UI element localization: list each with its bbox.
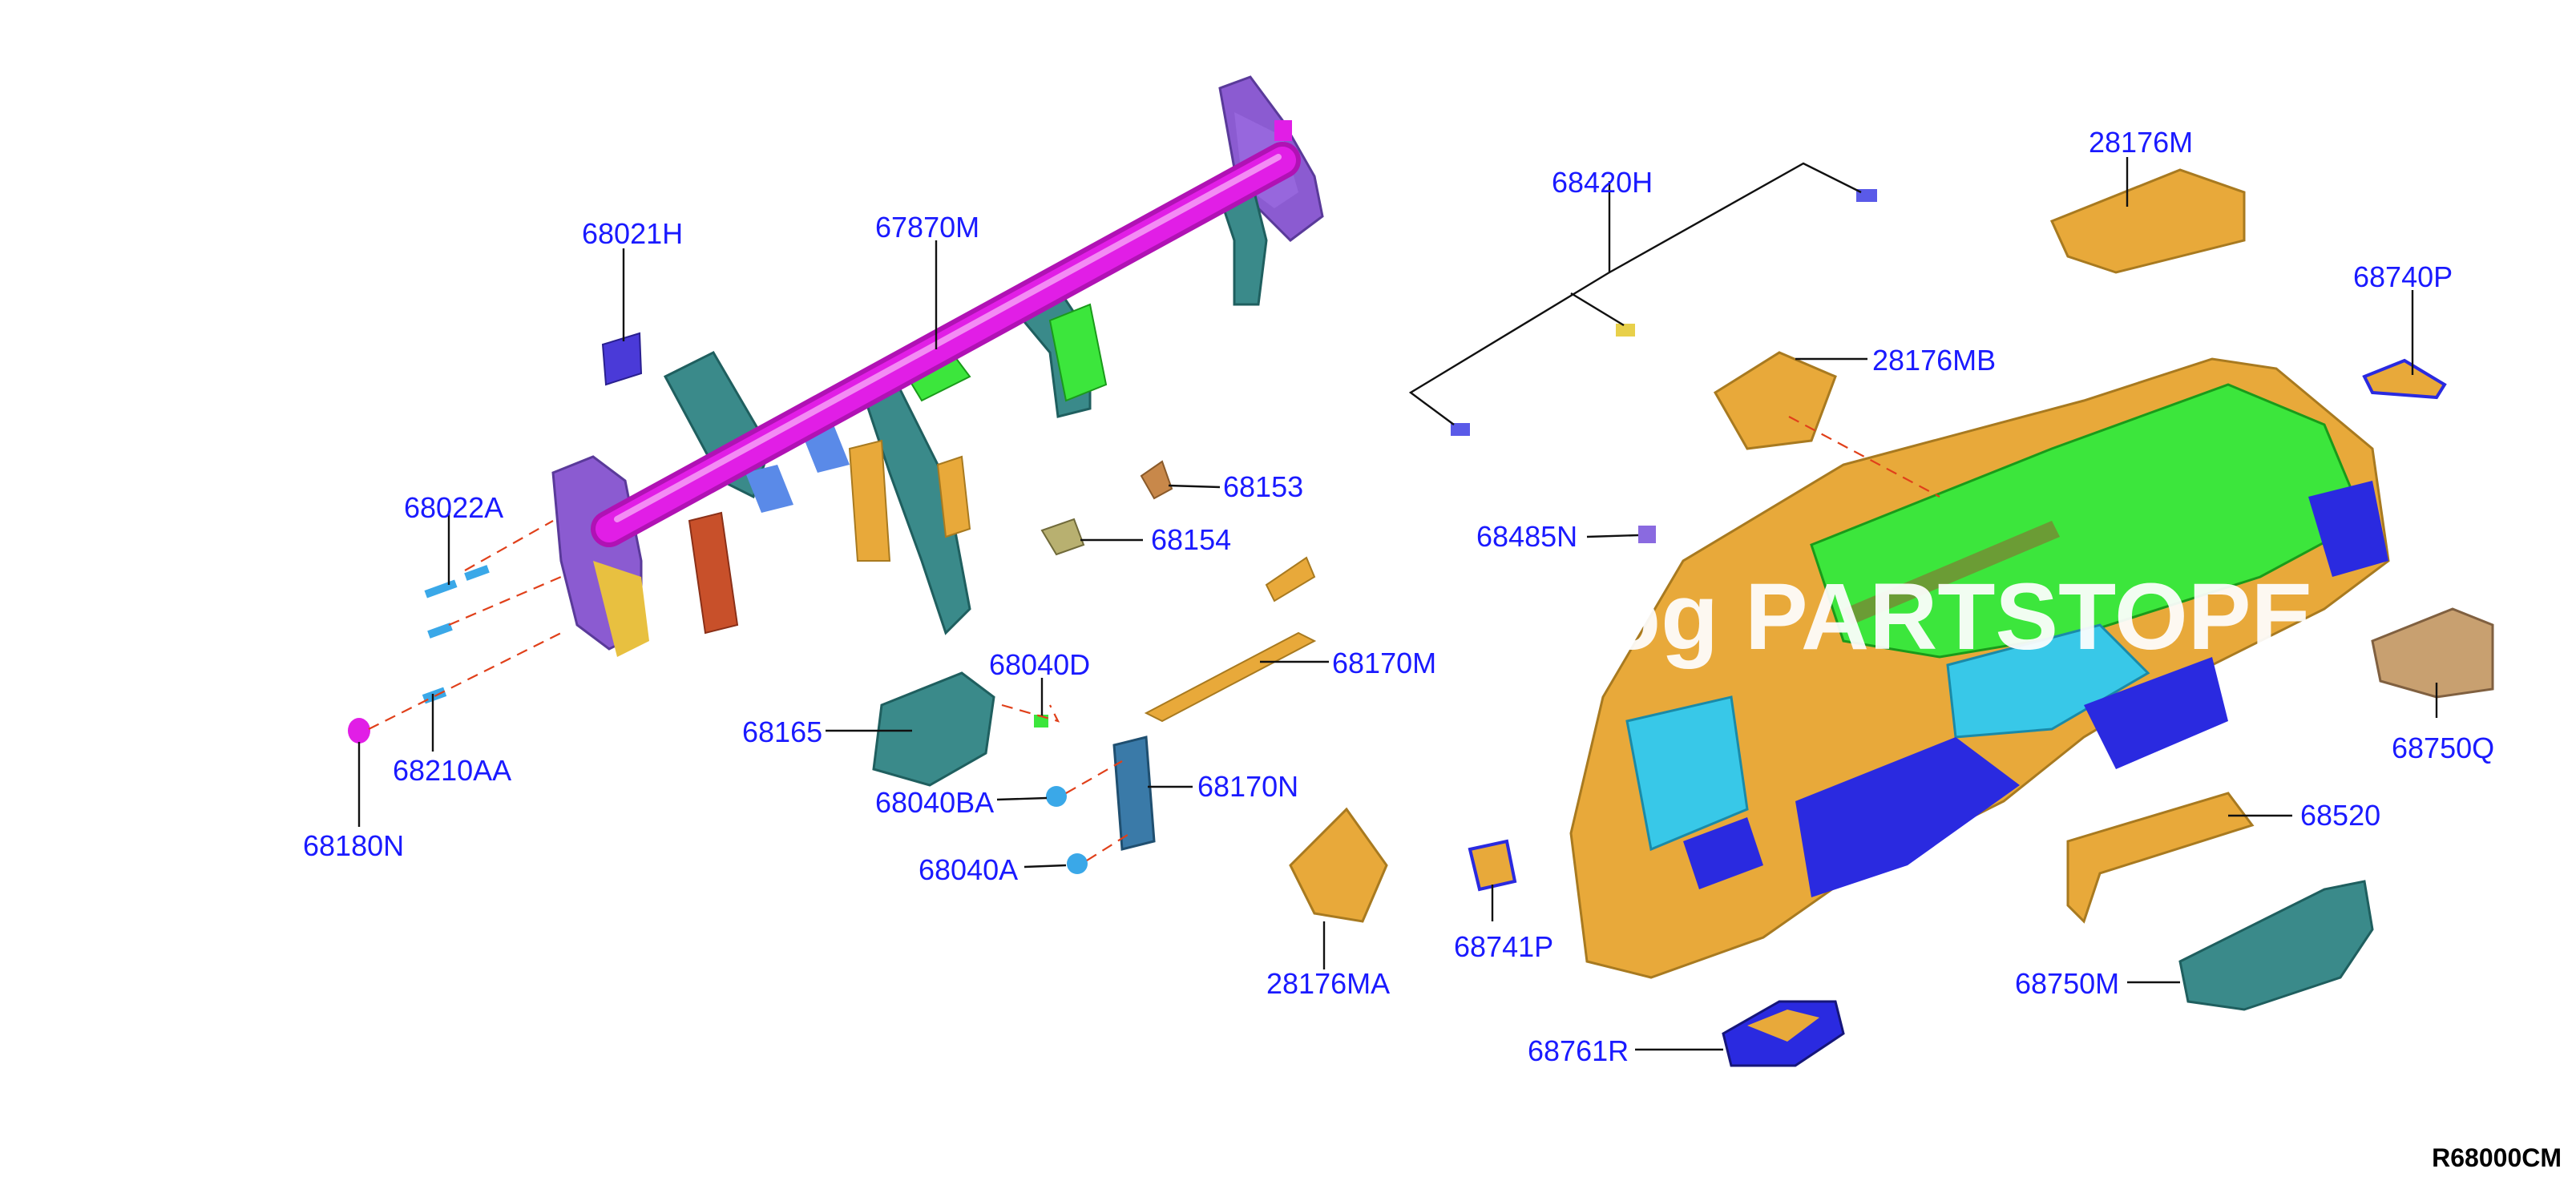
part-label-68180n[interactable]: 68180N	[303, 829, 404, 862]
part-label-68165[interactable]: 68165	[742, 715, 822, 748]
part-label-68153[interactable]: 68153	[1223, 470, 1303, 503]
part-label-68520[interactable]: 68520	[2300, 799, 2380, 832]
part-label-68420h[interactable]: 68420H	[1552, 166, 1653, 199]
part-68750Q-unit	[2371, 607, 2494, 699]
part-label-68021h[interactable]: 68021H	[582, 217, 683, 250]
part-68485N-clip	[1638, 526, 1656, 543]
part-68740P-bezel	[2362, 358, 2447, 400]
part-68741P-cover	[1468, 839, 1517, 892]
part-label-28176mb[interactable]: 28176MB	[1872, 344, 1996, 377]
part-label-68741p[interactable]: 68741P	[1454, 930, 1553, 963]
part-label-68750q[interactable]: 68750Q	[2392, 732, 2494, 764]
part-68170M-strip	[1144, 631, 1317, 723]
part-68040A-clip	[1067, 853, 1088, 874]
leader-lines	[357, 157, 2438, 1051]
part-label-28176ma[interactable]: 28176MA	[1266, 967, 1390, 1000]
part-label-67870m[interactable]: 67870M	[875, 211, 979, 244]
part-67870M-steering-member	[551, 75, 1324, 657]
part-68022A-bolts	[424, 565, 490, 639]
part-label-68485n[interactable]: 68485N	[1476, 520, 1577, 553]
part-label-68740p[interactable]: 68740P	[2353, 260, 2453, 293]
part-label-68040a[interactable]: 68040A	[919, 853, 1018, 886]
part-label-68170m[interactable]: 68170M	[1332, 647, 1436, 679]
part-label-68170n[interactable]: 68170N	[1197, 770, 1298, 803]
part-68154-bracket	[1040, 518, 1085, 556]
part-28176MA-grille	[1289, 807, 1388, 923]
part-68040BA-clip	[1046, 786, 1067, 807]
part-label-68040ba[interactable]: 68040BA	[875, 786, 994, 819]
part-instrument-panel	[1569, 357, 2390, 979]
part-label-28176m[interactable]: 28176M	[2089, 126, 2193, 159]
part-28176MB-grille	[1713, 351, 1837, 450]
part-label-68761r[interactable]: 68761R	[1528, 1034, 1629, 1067]
part-68170N-bracket	[1112, 736, 1156, 851]
part-68153-bracket	[1140, 460, 1173, 500]
part-68021H-plate	[601, 332, 643, 386]
part-68165-bracket	[872, 671, 995, 787]
part-labels: 68021H 67870M 68420H 28176M 68740P 28176MB 681…	[303, 126, 2494, 1067]
part-68750M-cluster	[2178, 880, 2374, 1011]
part-68520-trim	[2066, 792, 2255, 924]
part-label-68154[interactable]: 68154	[1151, 523, 1231, 556]
part-28176M-grille	[2049, 168, 2246, 274]
part-label-68022a[interactable]: 68022A	[404, 491, 503, 524]
part-label-68750m[interactable]: 68750M	[2015, 967, 2119, 1000]
part-label-68040d[interactable]: 68040D	[989, 648, 1090, 681]
part-68180N-plug	[348, 718, 370, 744]
watermark-text: og PARTSTOPE	[1603, 564, 2314, 670]
assembly-dashed-lines	[368, 416, 1940, 861]
part-label-68210aa[interactable]: 68210AA	[393, 754, 511, 787]
reference-code: R68000CM	[2432, 1143, 2562, 1172]
